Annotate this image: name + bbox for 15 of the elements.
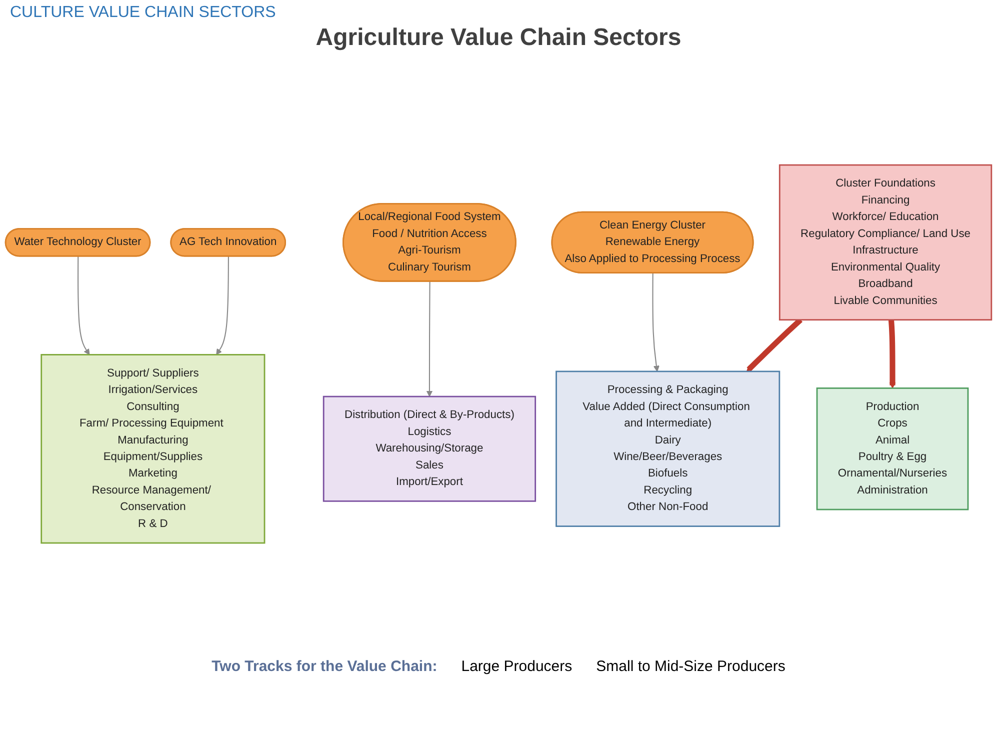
track-heading: Two Tracks for the Value Chain: <box>212 658 438 675</box>
arrow <box>78 256 90 355</box>
node-box: Cluster Foundations Financing Workforce/ Education Regulatory Compliance/ Land Use Infrastructure Environmental Quality Broadband Livable Communities <box>778 164 992 321</box>
diagram-title: Agriculture Value Chain Sectors <box>314 24 682 52</box>
track-item: Large Producers <box>461 658 572 675</box>
node-box: Processing & Packaging Value Added (Direct Consumption and Intermediate) Dairy Wine/Beer/Beverages Biofuels Recycling Other Non-Food <box>556 370 780 527</box>
node-box: Distribution (Direct & By-Products) Logistics Warehousing/Storage Sales Import/Export <box>322 396 536 502</box>
arrow <box>426 281 433 397</box>
arrow <box>652 273 660 372</box>
page-heading: CULTURE VALUE CHAIN SECTORS <box>10 4 276 21</box>
node-box: Support/ Suppliers Irrigation/Services Consulting Farm/ Processing Equipment Manufacturing Equipment/Supplies Marketing Resource Management/ Conservation R & D <box>40 354 266 544</box>
track-item: Small to Mid-Size Producers <box>596 658 786 675</box>
arrow <box>888 320 896 388</box>
node-box: Production Crops Animal Poultry & Egg Ornamental/Nurseries Administration <box>816 387 969 510</box>
arrow <box>216 256 229 355</box>
